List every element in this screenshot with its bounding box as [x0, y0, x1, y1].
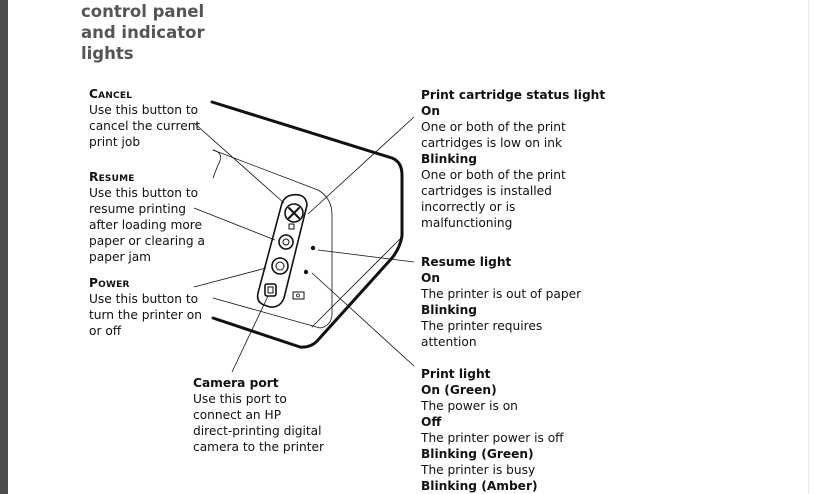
- text-line: resume printing: [89, 202, 187, 216]
- text-line: camera to the printer: [193, 440, 325, 454]
- printer-inner-edge: [212, 149, 333, 329]
- cartridge-light-description: Print cartridge status light On One or b…: [421, 87, 605, 231]
- text-line: Use this port to: [193, 392, 287, 406]
- resume-description: Resume Use this button to resume printin…: [89, 169, 205, 265]
- text-line: paper or clearing a: [89, 234, 205, 248]
- resume-light-description: Resume light On The printer is out of pa…: [421, 254, 581, 350]
- resume-light-indicator: [310, 245, 316, 251]
- state-label: On (Green): [421, 383, 497, 397]
- state-label: Blinking (Green): [421, 447, 534, 461]
- resume-heading: Resume: [89, 170, 135, 184]
- print-light-heading: Print light: [421, 367, 491, 381]
- title-line: control panel: [81, 2, 205, 21]
- camera-port-leader-line: [231, 295, 269, 373]
- power-description: Power Use this button to turn the printe…: [89, 275, 202, 339]
- text-line: paper jam: [89, 250, 152, 264]
- text-line: print job: [89, 135, 141, 149]
- text-line: or off: [89, 324, 122, 338]
- title-line: and indicator: [81, 23, 205, 42]
- text-line: attention: [421, 335, 477, 349]
- print-light-leader-line: [311, 272, 415, 367]
- viewer-left-edge: [0, 0, 8, 494]
- text-line: The printer is busy: [421, 463, 536, 477]
- text-line: The printer power is off: [421, 431, 564, 445]
- text-line: The printer is out of paper: [421, 287, 582, 301]
- text-line: direct-printing digital: [193, 424, 322, 438]
- control-panel: [256, 193, 308, 308]
- paper-slot: [212, 149, 221, 179]
- camera-symbol-icon: [292, 291, 305, 300]
- power-leader-line: [193, 267, 267, 288]
- cartridge-light-leader-line: [307, 116, 415, 215]
- state-label: Off: [421, 415, 442, 429]
- resume-button-icon: [278, 234, 294, 250]
- text-line: Use this button to: [89, 103, 199, 117]
- text-line: Use this button to: [89, 186, 199, 200]
- printer-side-edge: [311, 236, 403, 328]
- text-line: cartridges is low on ink: [421, 136, 563, 150]
- resume-light-heading: Resume light: [421, 255, 512, 269]
- text-line: turn the printer on: [89, 308, 202, 322]
- camera-port-description: Camera port Use this port to connect an …: [193, 375, 324, 455]
- cartridge-light-icon: [288, 223, 295, 230]
- text-line: incorrectly or is: [421, 200, 516, 214]
- cancel-heading: Cancel: [89, 87, 133, 101]
- printer-outline: [210, 100, 404, 349]
- power-button-icon: [271, 257, 289, 275]
- camera-port-icon: [264, 283, 277, 297]
- state-label: Blinking: [421, 303, 478, 317]
- resume-light-leader-line: [317, 249, 415, 263]
- state-label: Blinking (Amber): [421, 479, 538, 493]
- state-label: Blinking: [421, 152, 478, 166]
- cancel-button-icon: [284, 203, 304, 223]
- text-line: The power is on: [421, 399, 518, 413]
- text-line: malfunctioning: [421, 216, 513, 230]
- cancel-leader-line: [193, 122, 285, 204]
- text-line: One or both of the print: [421, 168, 566, 182]
- title-line: lights: [81, 44, 134, 63]
- cartridge-light-heading: Print cartridge status light: [421, 88, 606, 102]
- text-line: after loading more: [89, 218, 203, 232]
- text-line: One or both of the print: [421, 120, 566, 134]
- print-light-description: Print light On (Green) The power is on O…: [421, 366, 564, 494]
- page-title: control panel and indicator lights: [81, 1, 241, 64]
- state-label: On: [421, 271, 441, 285]
- cancel-description: Cancel Use this button to cancel the cur…: [89, 86, 200, 150]
- text-line: connect an HP: [193, 408, 282, 422]
- resume-leader-line: [193, 207, 276, 241]
- text-line: The printer requires: [421, 319, 543, 333]
- text-line: cancel the current: [89, 119, 201, 133]
- print-light-indicator: [303, 269, 309, 275]
- page-border: [808, 0, 809, 494]
- camera-port-heading: Camera port: [193, 376, 279, 390]
- state-label: On: [421, 104, 441, 118]
- power-heading: Power: [89, 276, 130, 290]
- text-line: Use this button to: [89, 292, 199, 306]
- text-line: cartridges is installed: [421, 184, 552, 198]
